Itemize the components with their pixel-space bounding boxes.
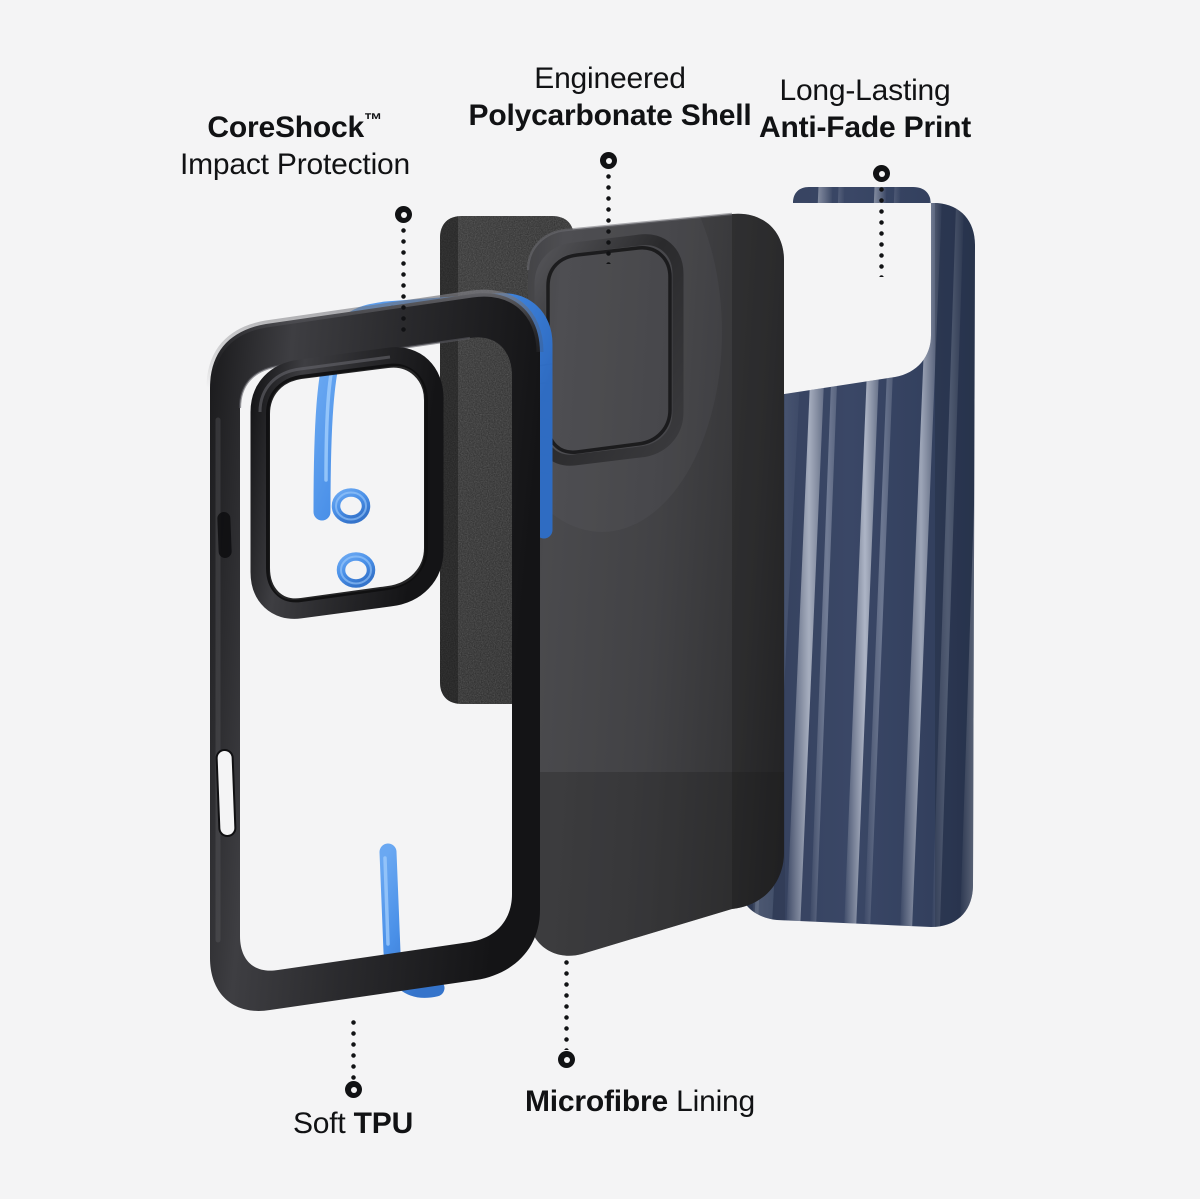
callout-coreshock: CoreShock™ Impact Protection [150, 108, 440, 183]
tpu-bumper-layer [196, 280, 596, 1025]
callout-anti-fade-line2: Anti-Fade Print [759, 111, 971, 145]
leader-dots-anti-fade [879, 187, 884, 277]
callout-polycarbonate-line1: Engineered [534, 62, 686, 95]
callout-tpu-line2: TPU [353, 1107, 414, 1140]
leader-line-coreshock [395, 206, 412, 336]
lens-ring-lower [336, 552, 376, 588]
leader-line-microfibre [558, 960, 575, 1078]
callout-polycarbonate: Engineered Polycarbonate Shell [435, 60, 785, 134]
callout-anti-fade: Long-Lasting Anti-Fade Print [740, 72, 990, 146]
callout-polycarbonate-line2: Polycarbonate Shell [468, 99, 752, 133]
leader-dot-coreshock [395, 206, 412, 223]
callout-tpu-line1: Soft [292, 1107, 354, 1140]
leader-dots-microfibre [564, 960, 569, 1050]
callout-microfibre: Microfibre Lining [525, 1083, 755, 1120]
leader-dot-microfibre [558, 1051, 575, 1068]
camera-lens-rings [331, 488, 376, 588]
leader-dot-anti-fade [873, 165, 890, 182]
camera-cutout-ring [534, 234, 684, 466]
callout-coreshock-line2: Impact Protection [179, 148, 411, 182]
leader-dots-polycarbonate [606, 174, 611, 264]
lens-ring-upper [331, 488, 371, 524]
callout-coreshock-line1: CoreShock™ [207, 109, 383, 144]
leader-line-polycarbonate [600, 152, 617, 264]
leader-dots-tpu [351, 1020, 356, 1080]
callout-microfibre-line1: Microfibre [524, 1085, 669, 1118]
camera-bump-frame [250, 347, 444, 619]
leader-dots-coreshock [401, 228, 406, 336]
callout-anti-fade-line1: Long-Lasting [779, 74, 951, 107]
callout-tpu: Soft TPU [293, 1105, 413, 1142]
leader-line-anti-fade [873, 165, 890, 277]
leader-dot-tpu [345, 1081, 362, 1098]
side-button-cutouts [215, 511, 237, 837]
callout-microfibre-line2: Lining [668, 1085, 756, 1118]
trademark-symbol: ™ [364, 109, 383, 130]
leader-line-tpu [345, 1020, 362, 1098]
leader-dot-polycarbonate [600, 152, 617, 169]
